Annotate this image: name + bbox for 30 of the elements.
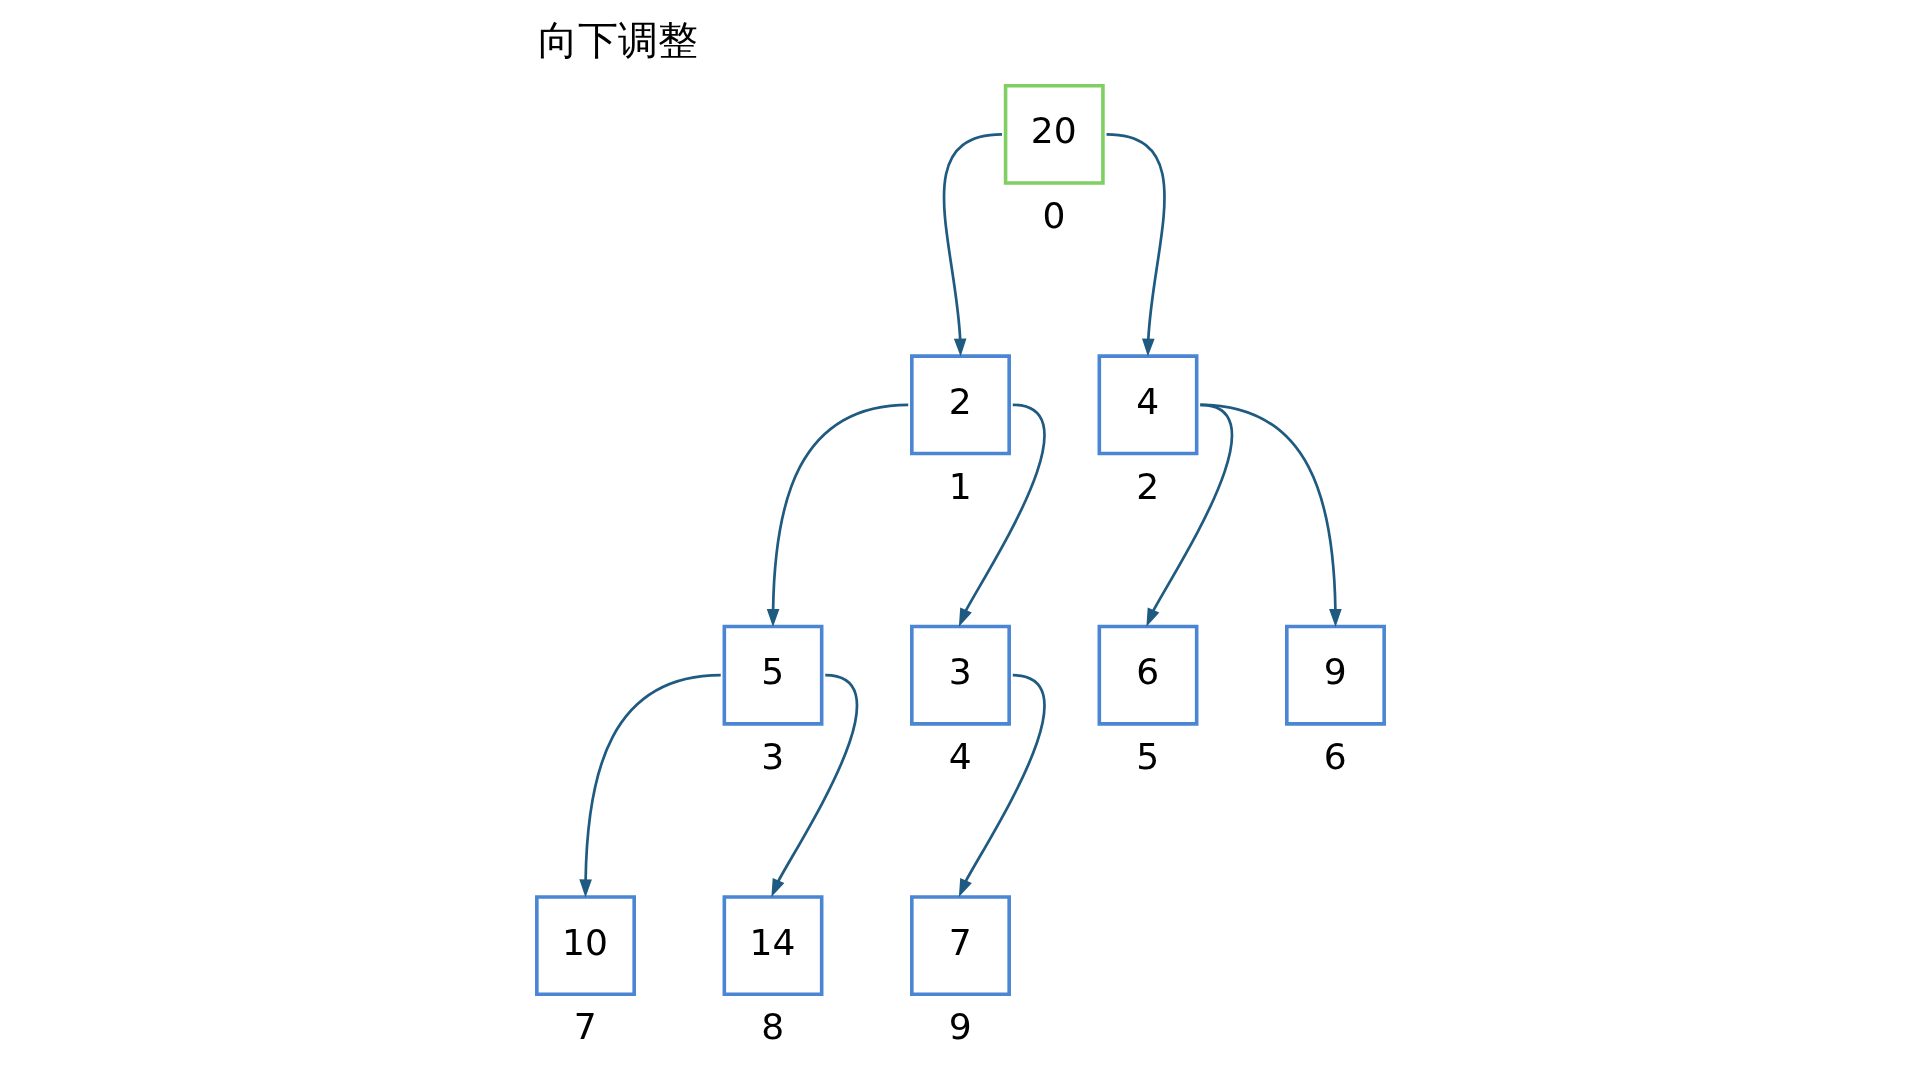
- node-label: 2: [1135, 465, 1159, 508]
- node-box: 6: [1097, 624, 1198, 726]
- arrow: [770, 673, 858, 898]
- arrow: [766, 403, 908, 627]
- node-box: 7: [909, 895, 1011, 997]
- arrow: [942, 133, 1002, 357]
- node-label: 5: [1135, 735, 1159, 778]
- diagram-title: 向下调整: [537, 17, 698, 64]
- arrow: [578, 673, 721, 898]
- node-box: 3: [909, 624, 1011, 726]
- node-box: 2: [909, 354, 1011, 456]
- node-box: 9: [1284, 624, 1386, 726]
- node-box: 14: [722, 895, 823, 997]
- arrow: [1145, 403, 1233, 627]
- arrow: [958, 673, 1045, 898]
- node-label: 9: [948, 1006, 972, 1049]
- node-label: 0: [1042, 195, 1065, 238]
- node-label: 3: [760, 735, 784, 778]
- node-label: 4: [948, 735, 972, 778]
- node-label: 1: [948, 465, 972, 508]
- node-box: 20: [1003, 83, 1105, 185]
- node-box: 4: [1097, 354, 1198, 456]
- node-label: 7: [573, 1006, 597, 1049]
- arrow: [958, 403, 1045, 627]
- arrow: [1105, 133, 1166, 357]
- node-box: 10: [534, 895, 636, 997]
- node-label: 8: [760, 1006, 784, 1049]
- node-box: 5: [722, 624, 823, 726]
- node-label: 6: [1323, 735, 1347, 778]
- arrow: [1199, 403, 1342, 627]
